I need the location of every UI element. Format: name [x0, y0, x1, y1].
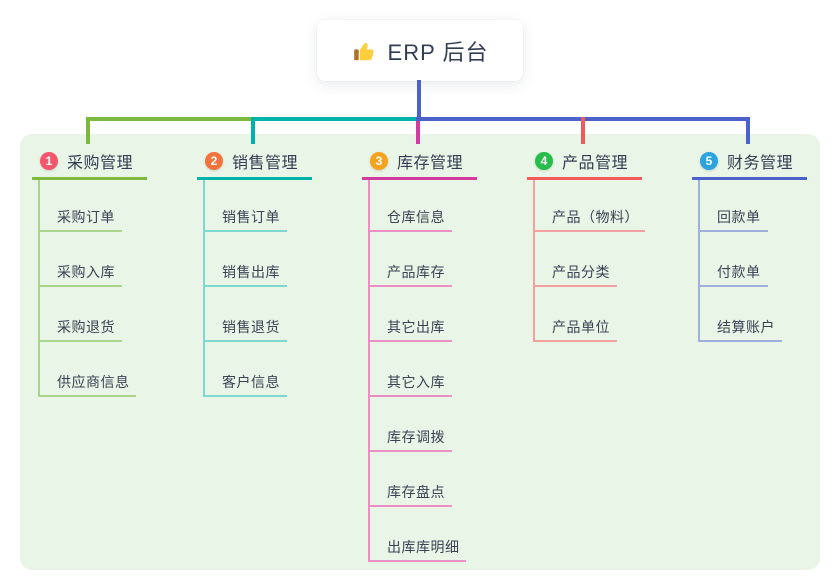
child-underline-5-2: [698, 285, 768, 287]
child-underline-4-3: [533, 340, 617, 342]
branch-underline-4: [527, 177, 642, 180]
child-node-销售订单[interactable]: 销售订单: [222, 209, 280, 225]
root-label: ERP 后台: [387, 39, 489, 65]
child-underline-1-4: [38, 395, 136, 397]
child-underline-5-3: [698, 340, 782, 342]
connector-bus-mid: [251, 117, 420, 121]
child-node-产品（物料）[interactable]: 产品（物料）: [552, 209, 639, 225]
connector-drop-1: [86, 117, 90, 144]
child-node-出库库明细[interactable]: 出库库明细: [387, 539, 460, 555]
child-node-库存调拨[interactable]: 库存调拨: [387, 429, 445, 445]
child-node-回款单[interactable]: 回款单: [717, 209, 761, 225]
root-node[interactable]: ERP 后台: [317, 20, 523, 81]
branch-number-badge: 3: [370, 152, 388, 170]
branch-number-badge: 5: [700, 152, 718, 170]
child-node-供应商信息[interactable]: 供应商信息: [57, 374, 130, 390]
child-node-结算账户[interactable]: 结算账户: [717, 319, 775, 335]
branch-node-库存管理[interactable]: 3 库存管理: [370, 149, 463, 173]
branch-number-badge: 4: [535, 152, 553, 170]
child-underline-3-3: [368, 340, 452, 342]
connector-drop-4: [581, 117, 585, 144]
child-underline-1-1: [38, 230, 122, 232]
child-node-采购退货[interactable]: 采购退货: [57, 319, 115, 335]
branch-underline-1: [32, 177, 147, 180]
branch-underline-2: [197, 177, 312, 180]
branch-node-采购管理[interactable]: 1 采购管理: [40, 149, 133, 173]
child-node-产品分类[interactable]: 产品分类: [552, 264, 610, 280]
branch-underline-5: [692, 177, 807, 180]
child-node-其它入库[interactable]: 其它入库: [387, 374, 445, 390]
branches-panel: [20, 134, 820, 570]
branch-node-产品管理[interactable]: 4 产品管理: [535, 149, 628, 173]
child-underline-1-2: [38, 285, 122, 287]
child-underline-4-2: [533, 285, 617, 287]
child-underline-3-2: [368, 285, 452, 287]
child-underline-1-3: [38, 340, 122, 342]
child-node-其它出库[interactable]: 其它出库: [387, 319, 445, 335]
connector-drop-5: [746, 117, 750, 144]
child-node-库存盘点[interactable]: 库存盘点: [387, 484, 445, 500]
child-underline-4-1: [533, 230, 645, 232]
child-underline-3-6: [368, 505, 452, 507]
child-node-付款单[interactable]: 付款单: [717, 264, 761, 280]
child-node-销售退货[interactable]: 销售退货: [222, 319, 280, 335]
child-underline-2-2: [203, 285, 287, 287]
branch-trunk-1: [38, 180, 40, 397]
child-node-产品单位[interactable]: 产品单位: [552, 319, 610, 335]
child-underline-5-1: [698, 230, 768, 232]
branch-node-销售管理[interactable]: 2 销售管理: [205, 149, 298, 173]
child-underline-2-3: [203, 340, 287, 342]
branch-number-badge: 2: [205, 152, 223, 170]
branch-trunk-3: [368, 180, 370, 562]
branch-trunk-2: [203, 180, 205, 397]
child-node-仓库信息[interactable]: 仓库信息: [387, 209, 445, 225]
connector-drop-3: [416, 121, 420, 144]
branch-title: 产品管理: [562, 155, 629, 172]
branch-trunk-5: [698, 180, 700, 342]
branch-node-财务管理[interactable]: 5 财务管理: [700, 149, 793, 173]
branch-number-badge: 1: [40, 152, 58, 170]
connector-root-drop: [417, 80, 421, 121]
connector-bus-left: [86, 117, 255, 121]
child-node-采购订单[interactable]: 采购订单: [57, 209, 115, 225]
branch-trunk-4: [533, 180, 535, 342]
child-underline-3-7: [368, 560, 466, 562]
child-node-采购入库[interactable]: 采购入库: [57, 264, 115, 280]
branch-title: 财务管理: [727, 155, 794, 172]
child-underline-2-1: [203, 230, 287, 232]
child-node-产品库存[interactable]: 产品库存: [387, 264, 445, 280]
child-node-客户信息[interactable]: 客户信息: [222, 374, 280, 390]
branch-title: 采购管理: [67, 155, 134, 172]
child-underline-3-5: [368, 450, 452, 452]
branch-underline-3: [362, 177, 477, 180]
thumbs-up-icon: [352, 38, 378, 64]
child-underline-2-4: [203, 395, 287, 397]
connector-drop-2: [251, 117, 255, 144]
branch-title: 库存管理: [397, 155, 464, 172]
child-underline-3-4: [368, 395, 452, 397]
child-underline-3-1: [368, 230, 452, 232]
child-node-销售出库[interactable]: 销售出库: [222, 264, 280, 280]
branch-title: 销售管理: [232, 155, 299, 172]
